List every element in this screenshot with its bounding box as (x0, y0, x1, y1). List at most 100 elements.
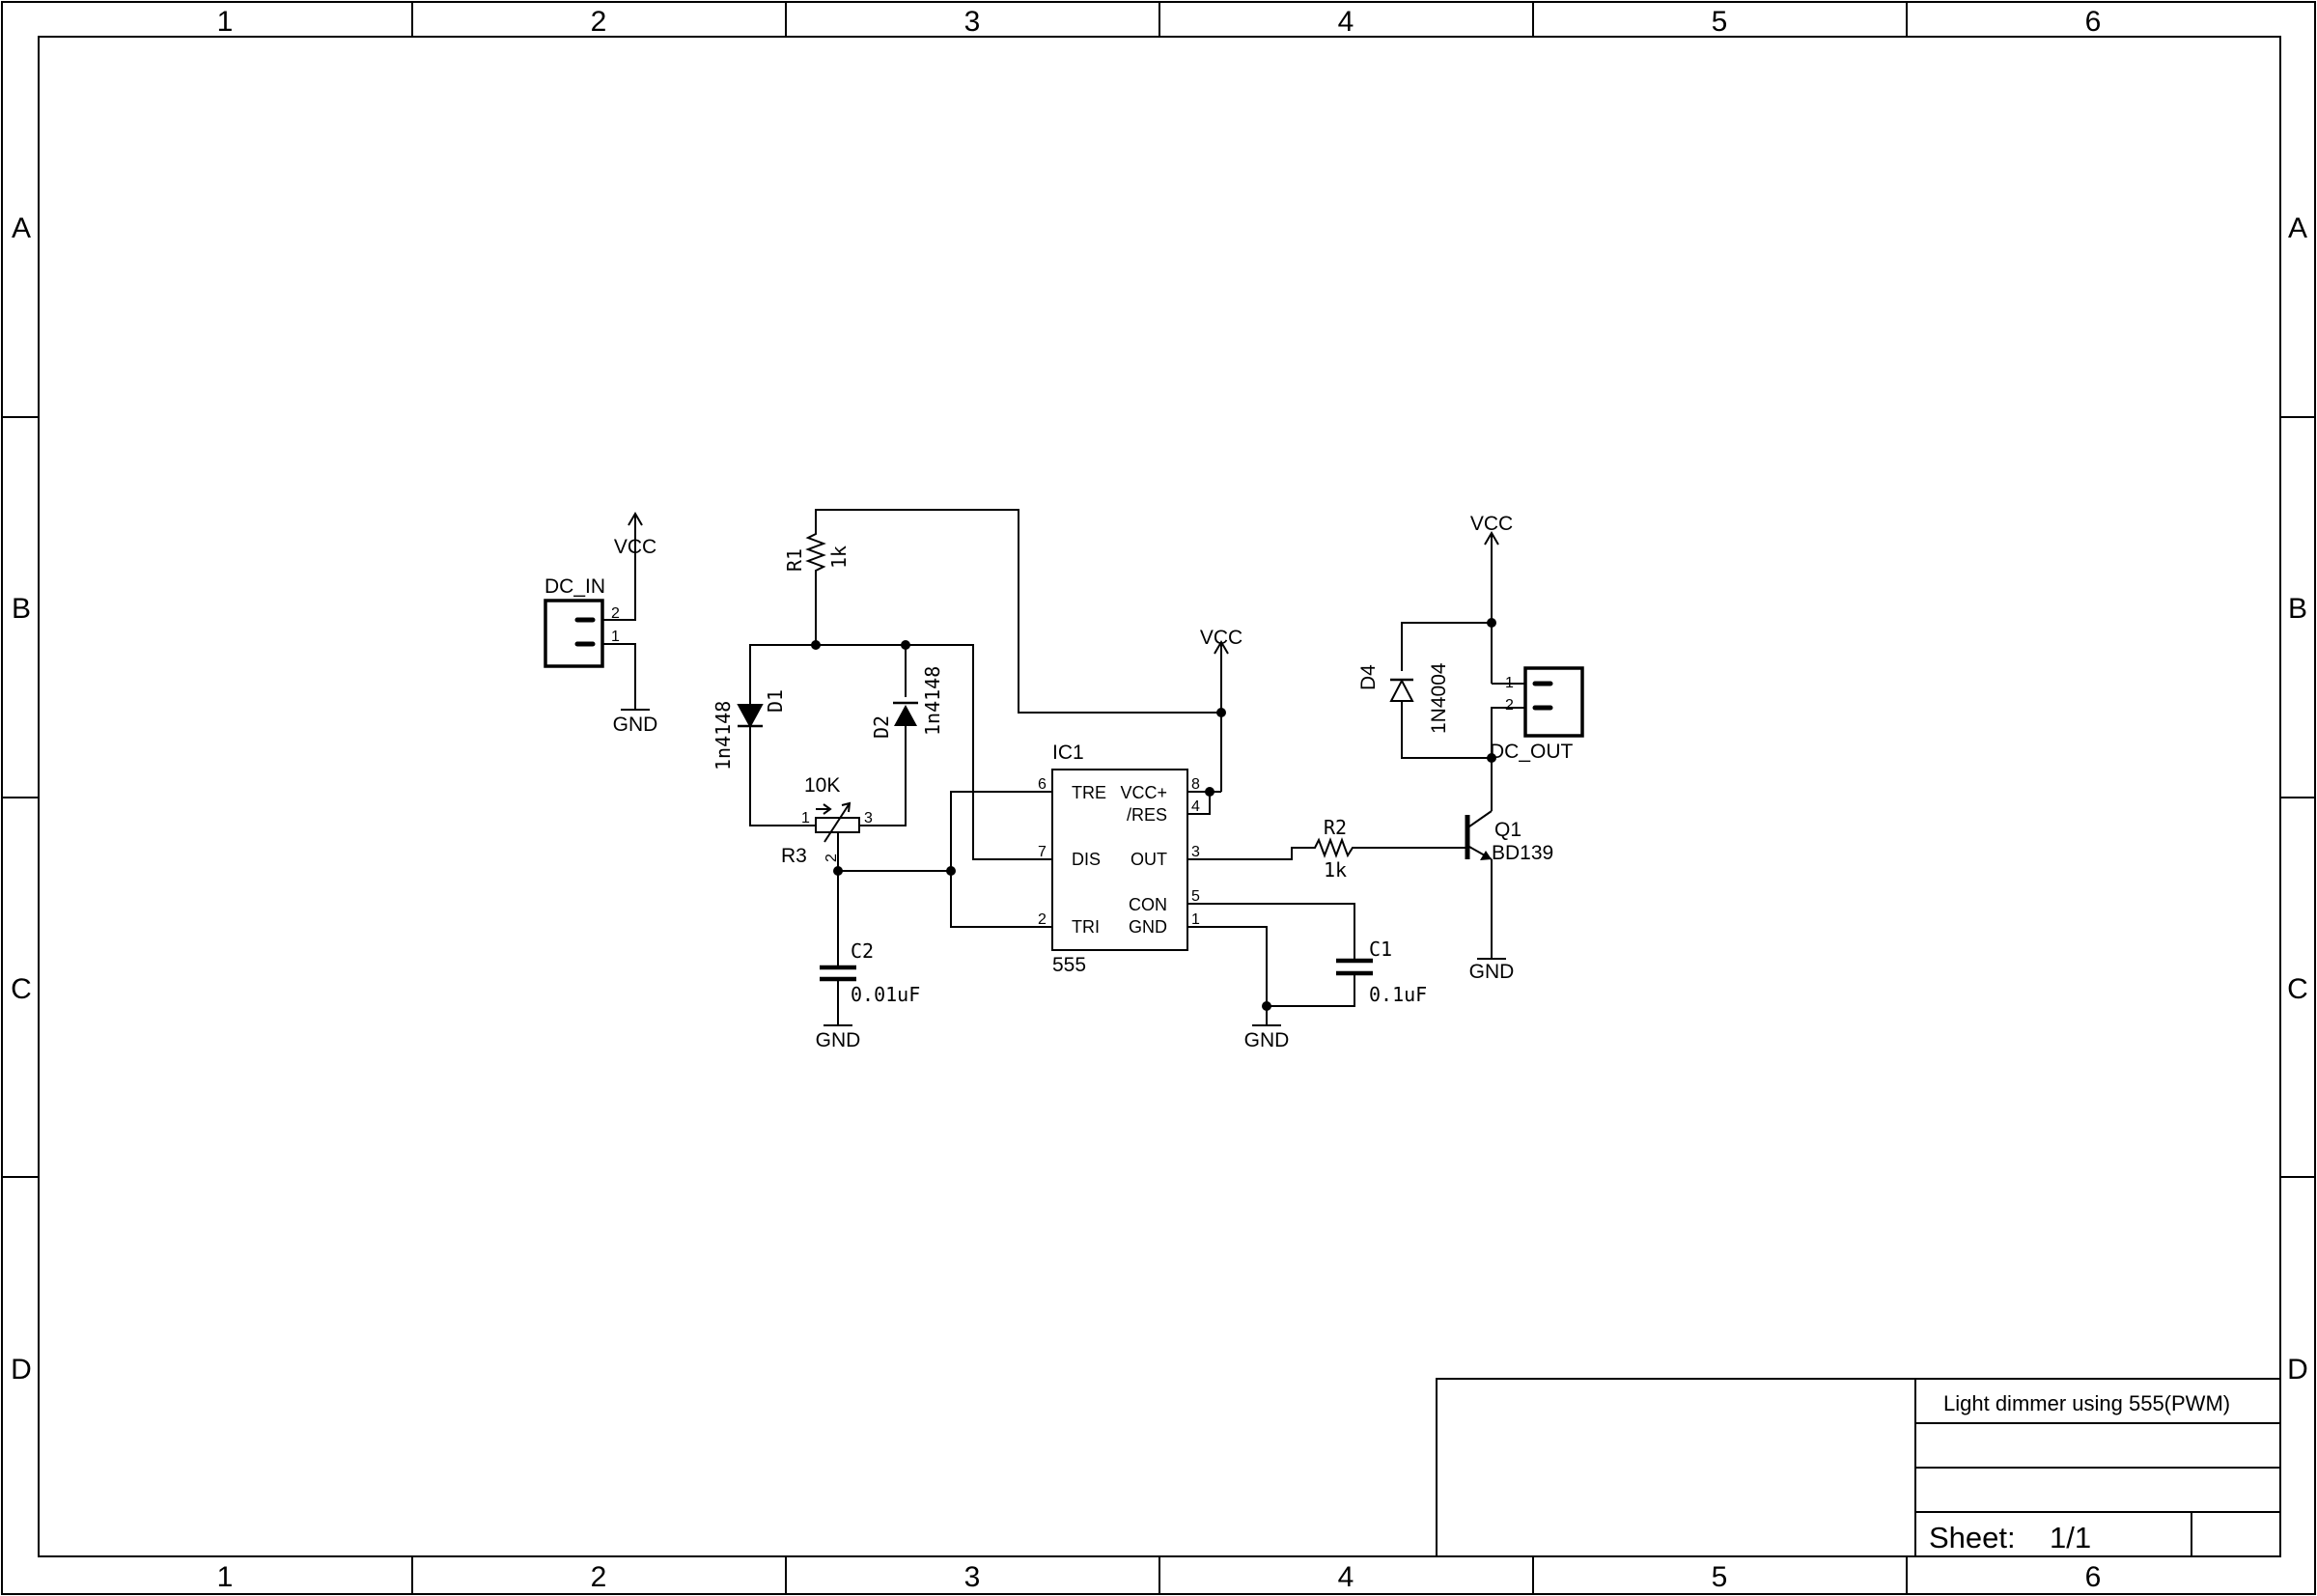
connector-ref: DC_OUT (1490, 741, 1574, 763)
pin-number: 1 (1191, 911, 1200, 928)
pin-number: 3 (1191, 844, 1200, 860)
wire (749, 644, 1052, 860)
gnd-symbol: GND (816, 1024, 860, 1051)
junction-dot (1487, 753, 1496, 763)
wire (1401, 695, 1492, 759)
pin-name: TRE (1072, 783, 1106, 802)
gnd-symbol: GND (1244, 1024, 1290, 1051)
pin-name: GND (1129, 917, 1167, 937)
wire (950, 791, 1052, 928)
junctions (811, 618, 1496, 1011)
row-label-right: B (2288, 593, 2307, 625)
emitter-arrow (1480, 851, 1492, 860)
power-symbols: VCC VCC VCC GND GND GND (613, 512, 1515, 1051)
ic-body (1051, 769, 1188, 951)
pin-name: VCC+ (1120, 783, 1167, 802)
connector-ref: DC_IN (544, 575, 605, 598)
title-block: Light dimmer using 555(PWM) Sheet: 1/1 (1436, 1378, 2281, 1557)
pin-number: 1 (801, 810, 810, 826)
row-label-left: D (11, 1354, 32, 1386)
pot-value: 10K (804, 774, 840, 797)
pin-name: CON (1129, 895, 1167, 914)
sheet-label: Sheet: (1929, 1521, 2016, 1554)
resistor-r1: R1 1k (783, 529, 851, 576)
pin-name: DIS (1072, 850, 1101, 869)
transistor-q1: Q1 BD139 (1446, 810, 1553, 869)
diode-d4: D4 1N4004 (1357, 662, 1450, 734)
junction-dot (1205, 787, 1214, 797)
pin-number: 8 (1191, 776, 1200, 793)
resistor-r2: R2 1k (1311, 816, 1359, 882)
pin-number: 2 (1505, 697, 1514, 714)
diode-ref: D4 (1357, 664, 1380, 690)
row-label-left: C (11, 973, 32, 1005)
pin-number: 5 (1191, 888, 1200, 905)
pin-number: 7 (1038, 844, 1047, 860)
capacitor-c1: C1 0.1uF (1336, 938, 1427, 1006)
junction-dot (1262, 1001, 1271, 1011)
ic-value: 555 (1052, 954, 1086, 976)
wire (1187, 926, 1268, 1025)
ic-ref: IC1 (1052, 742, 1084, 764)
resistor-value: 1k (1324, 858, 1347, 882)
pin-name: TRI (1072, 917, 1100, 937)
title-text: Light dimmer using 555(PWM) (1943, 1391, 2230, 1415)
pot-body (815, 817, 860, 833)
diode-value: 1N4004 (1428, 662, 1450, 734)
pin-name: OUT (1131, 850, 1167, 869)
wire (859, 726, 907, 826)
gnd-label: GND (1244, 1029, 1290, 1051)
pin-number: 6 (1038, 776, 1047, 793)
wire (1187, 792, 1211, 815)
connector-body (544, 599, 604, 668)
junction-dot (1216, 708, 1226, 717)
connector-dc-out: DC_OUT 1 2 (1490, 666, 1584, 763)
wire (602, 555, 636, 621)
ic1-555-timer: IC1 555 6 TRE 7 DIS 2 TRI 8 VCC+ 4 /RES … (1038, 742, 1200, 976)
column-label-top: 6 (2085, 6, 2102, 38)
column-label-bottom: 1 (217, 1561, 234, 1593)
gnd-symbol: GND (613, 709, 657, 736)
column-label-top: 5 (1712, 6, 1728, 38)
pot-adjust-arrow (824, 802, 851, 843)
capacitor-ref: C1 (1369, 938, 1392, 961)
column-label-bottom: 5 (1712, 1561, 1728, 1593)
junction-dot (946, 866, 956, 876)
pin-number: 1 (1505, 675, 1514, 691)
row-label-right: C (2287, 973, 2308, 1005)
pin-name: /RES (1127, 805, 1167, 825)
diode-triangle (740, 705, 761, 725)
gnd-label: GND (1469, 961, 1515, 983)
potentiometer-r3: 10K R3 1 3 2 (781, 774, 873, 867)
diode-ref: D1 (764, 689, 787, 713)
wire (1401, 622, 1492, 671)
column-label-bottom: 6 (2085, 1561, 2102, 1593)
resistor-zigzag (1311, 837, 1359, 858)
vcc-symbol: VCC (1200, 627, 1242, 657)
capacitor-value: 0.01uF (851, 983, 920, 1006)
diode-d2: D2 1n4148 (870, 666, 944, 739)
diode-value: 1n4148 (712, 701, 735, 770)
column-label-bottom: 4 (1338, 1561, 1354, 1593)
capacitor-c2: C2 0.01uF (820, 939, 920, 1006)
wire (1267, 974, 1355, 1007)
connector-dc-in: DC_IN 2 1 (544, 575, 620, 668)
vcc-symbol: VCC (1470, 513, 1513, 546)
column-label-top: 1 (217, 6, 234, 38)
row-label-left: A (12, 212, 31, 244)
junction-dot (833, 866, 843, 876)
junction-dot (811, 640, 821, 650)
pin-number: 4 (1191, 798, 1200, 815)
pin-number: 1 (611, 629, 620, 645)
diode-value: 1n4148 (921, 666, 944, 736)
capacitor-value: 0.1uF (1369, 983, 1427, 1006)
wire (1187, 847, 1311, 860)
resistor-zigzag (805, 529, 826, 576)
pin-number: 2 (611, 605, 620, 622)
row-label-left: B (12, 593, 31, 625)
resistor-ref: R2 (1324, 816, 1347, 839)
connector-body (1523, 666, 1584, 738)
column-label-top: 2 (591, 6, 607, 38)
